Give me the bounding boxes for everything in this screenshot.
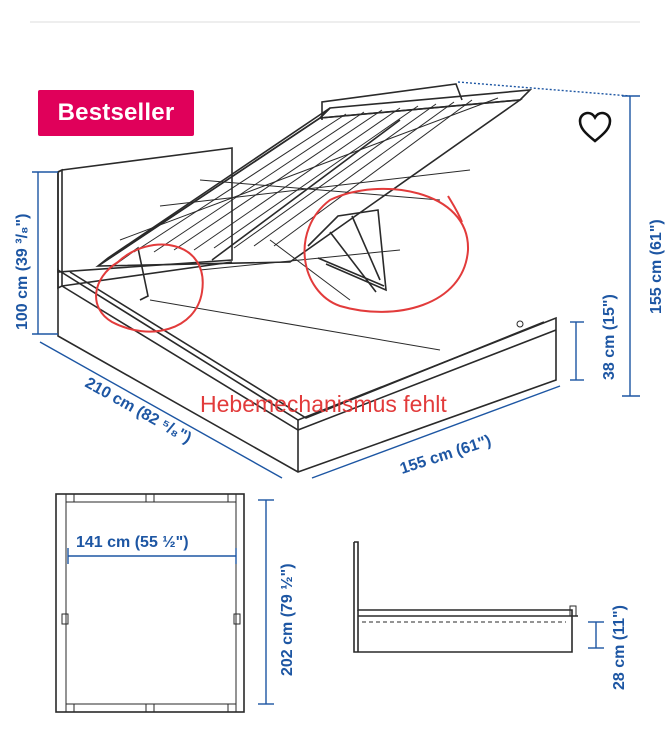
annotation-text: Hebemechanismus fehlt	[200, 391, 447, 417]
length-label: 210 cm (82 ⁵/₈")	[82, 375, 194, 447]
side-view-drawing	[353, 541, 604, 653]
bestseller-label: Bestseller	[57, 99, 175, 126]
annotation-circles	[95, 187, 470, 333]
inner-width-label: 141 cm (55 ½")	[76, 534, 189, 551]
width-label: 155 cm (61")	[398, 432, 493, 477]
inner-length-label: 202 cm (79 ½")	[279, 563, 296, 676]
clearance-label: 28 cm (11")	[611, 605, 628, 690]
total-height-label: 155 cm (61")	[648, 219, 665, 314]
bestseller-badge: Bestseller	[38, 90, 194, 136]
heart-outline-icon[interactable]	[577, 110, 613, 144]
top-view-drawing	[55, 493, 274, 713]
headboard-height-label: 100 cm (39 ³/₈")	[14, 214, 31, 330]
side-height-label: 38 cm (15")	[601, 294, 618, 380]
bed-frame-drawing	[57, 83, 557, 473]
dimension-lines	[32, 81, 640, 479]
